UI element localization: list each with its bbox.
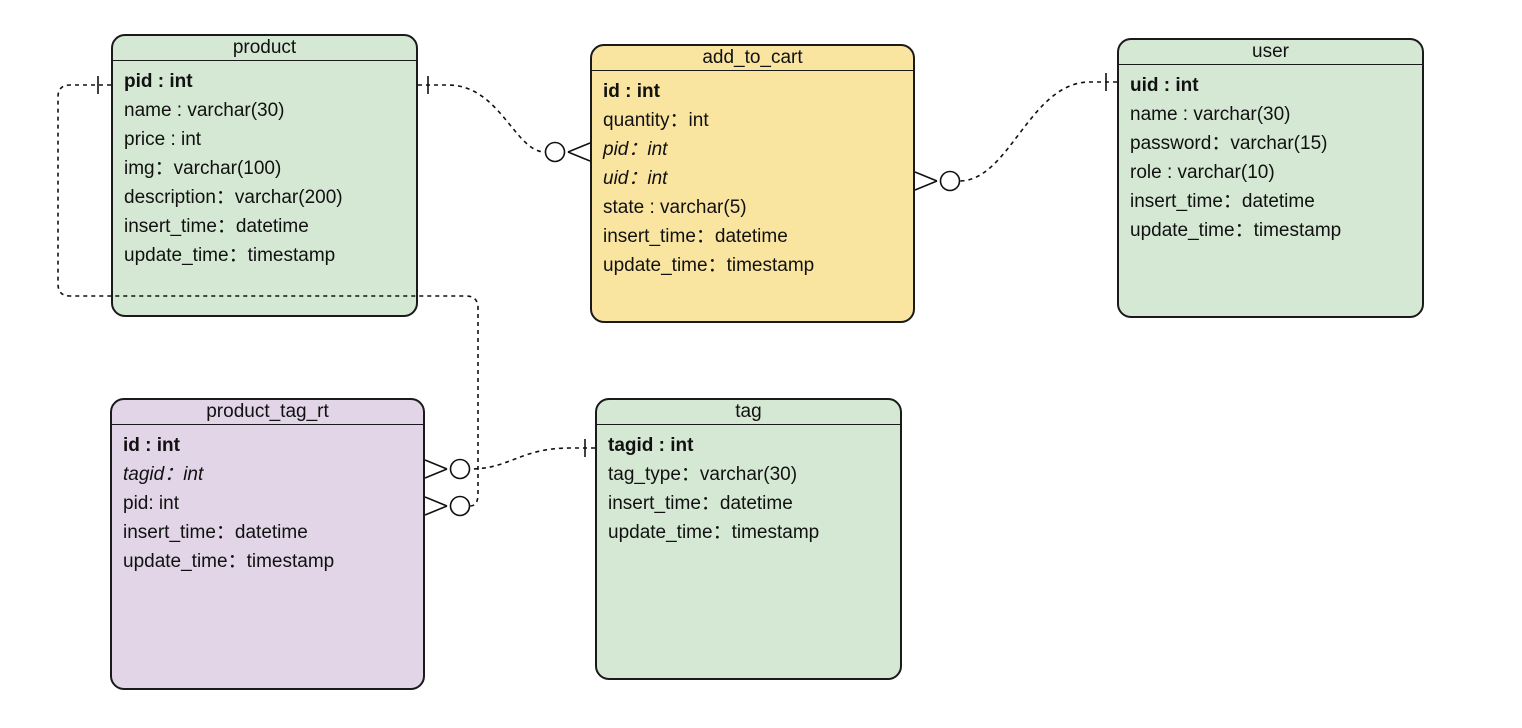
attribute-list: tagid : int tag_type：varchar(30) insert_… (597, 425, 900, 547)
primary-key-attr: tagid : int (608, 435, 694, 456)
attribute: update_time：timestamp (124, 245, 336, 266)
attribute: update_time：timestamp (123, 551, 335, 572)
relationship-line (959, 81, 1117, 182)
relationship-tag-product-tag-rt (424, 439, 595, 480)
many-mark (424, 496, 448, 516)
attribute: quantity：int (603, 110, 709, 131)
zero-mark (544, 141, 566, 163)
attribute: name : varchar(30) (1130, 104, 1291, 125)
entity-product-tag-rt[interactable]: product_tag_rt id : int tagid：int pid: i… (110, 398, 425, 690)
entity-title: tag (597, 400, 900, 425)
many-mark (914, 171, 938, 191)
many-mark (567, 142, 591, 162)
attribute: price : int (124, 129, 202, 150)
attribute: insert_time：datetime (608, 493, 793, 514)
relationship-product-add-to-cart (418, 76, 591, 163)
attribute: insert_time：datetime (1130, 191, 1315, 212)
zero-mark (449, 495, 471, 517)
attribute: update_time：timestamp (608, 522, 820, 543)
attribute: role : varchar(10) (1130, 162, 1275, 183)
attribute: insert_time：datetime (123, 522, 308, 543)
entity-title: product (113, 36, 416, 61)
entity-add-to-cart[interactable]: add_to_cart id : int quantity：int pid：in… (590, 44, 915, 323)
foreign-key-attr: tagid：int (123, 464, 204, 485)
entity-title: product_tag_rt (112, 400, 423, 425)
attribute: insert_time：datetime (603, 226, 788, 247)
entity-user[interactable]: user uid : int name : varchar(30) passwo… (1117, 38, 1424, 318)
attribute: name : varchar(30) (124, 100, 285, 121)
many-mark (424, 459, 448, 479)
attribute: img：varchar(100) (124, 158, 282, 179)
attribute: description：varchar(200) (124, 187, 343, 208)
relationship-user-add-to-cart (914, 73, 1117, 192)
attribute: tag_type：varchar(30) (608, 464, 798, 485)
attribute: update_time：timestamp (1130, 220, 1342, 241)
zero-mark (449, 458, 471, 480)
attribute-list: id : int quantity：int pid：int uid：int st… (592, 71, 913, 280)
entity-product[interactable]: product pid : int name : varchar(30) pri… (111, 34, 418, 317)
entity-title: user (1119, 40, 1422, 65)
foreign-key-attr: uid：int (603, 168, 668, 189)
attribute-list: pid : int name : varchar(30) price : int… (113, 61, 416, 270)
zero-mark (939, 170, 961, 192)
attribute: password：varchar(15) (1130, 133, 1328, 154)
attribute-list: id : int tagid：int pid: int insert_time：… (112, 425, 423, 576)
primary-key-attr: id : int (603, 81, 660, 102)
attribute: pid: int (123, 493, 179, 514)
attribute: insert_time：datetime (124, 216, 309, 237)
primary-key-attr: id : int (123, 435, 180, 456)
attribute: update_time：timestamp (603, 255, 815, 276)
entity-tag[interactable]: tag tagid : int tag_type：varchar(30) ins… (595, 398, 902, 680)
primary-key-attr: pid : int (124, 71, 193, 92)
foreign-key-attr: pid：int (603, 139, 668, 160)
attribute: state : varchar(5) (603, 197, 747, 218)
primary-key-attr: uid : int (1130, 75, 1199, 96)
relationship-line (469, 447, 595, 470)
attribute-list: uid : int name : varchar(30) password：va… (1119, 65, 1422, 245)
entity-title: add_to_cart (592, 46, 913, 71)
relationship-line (418, 84, 546, 153)
